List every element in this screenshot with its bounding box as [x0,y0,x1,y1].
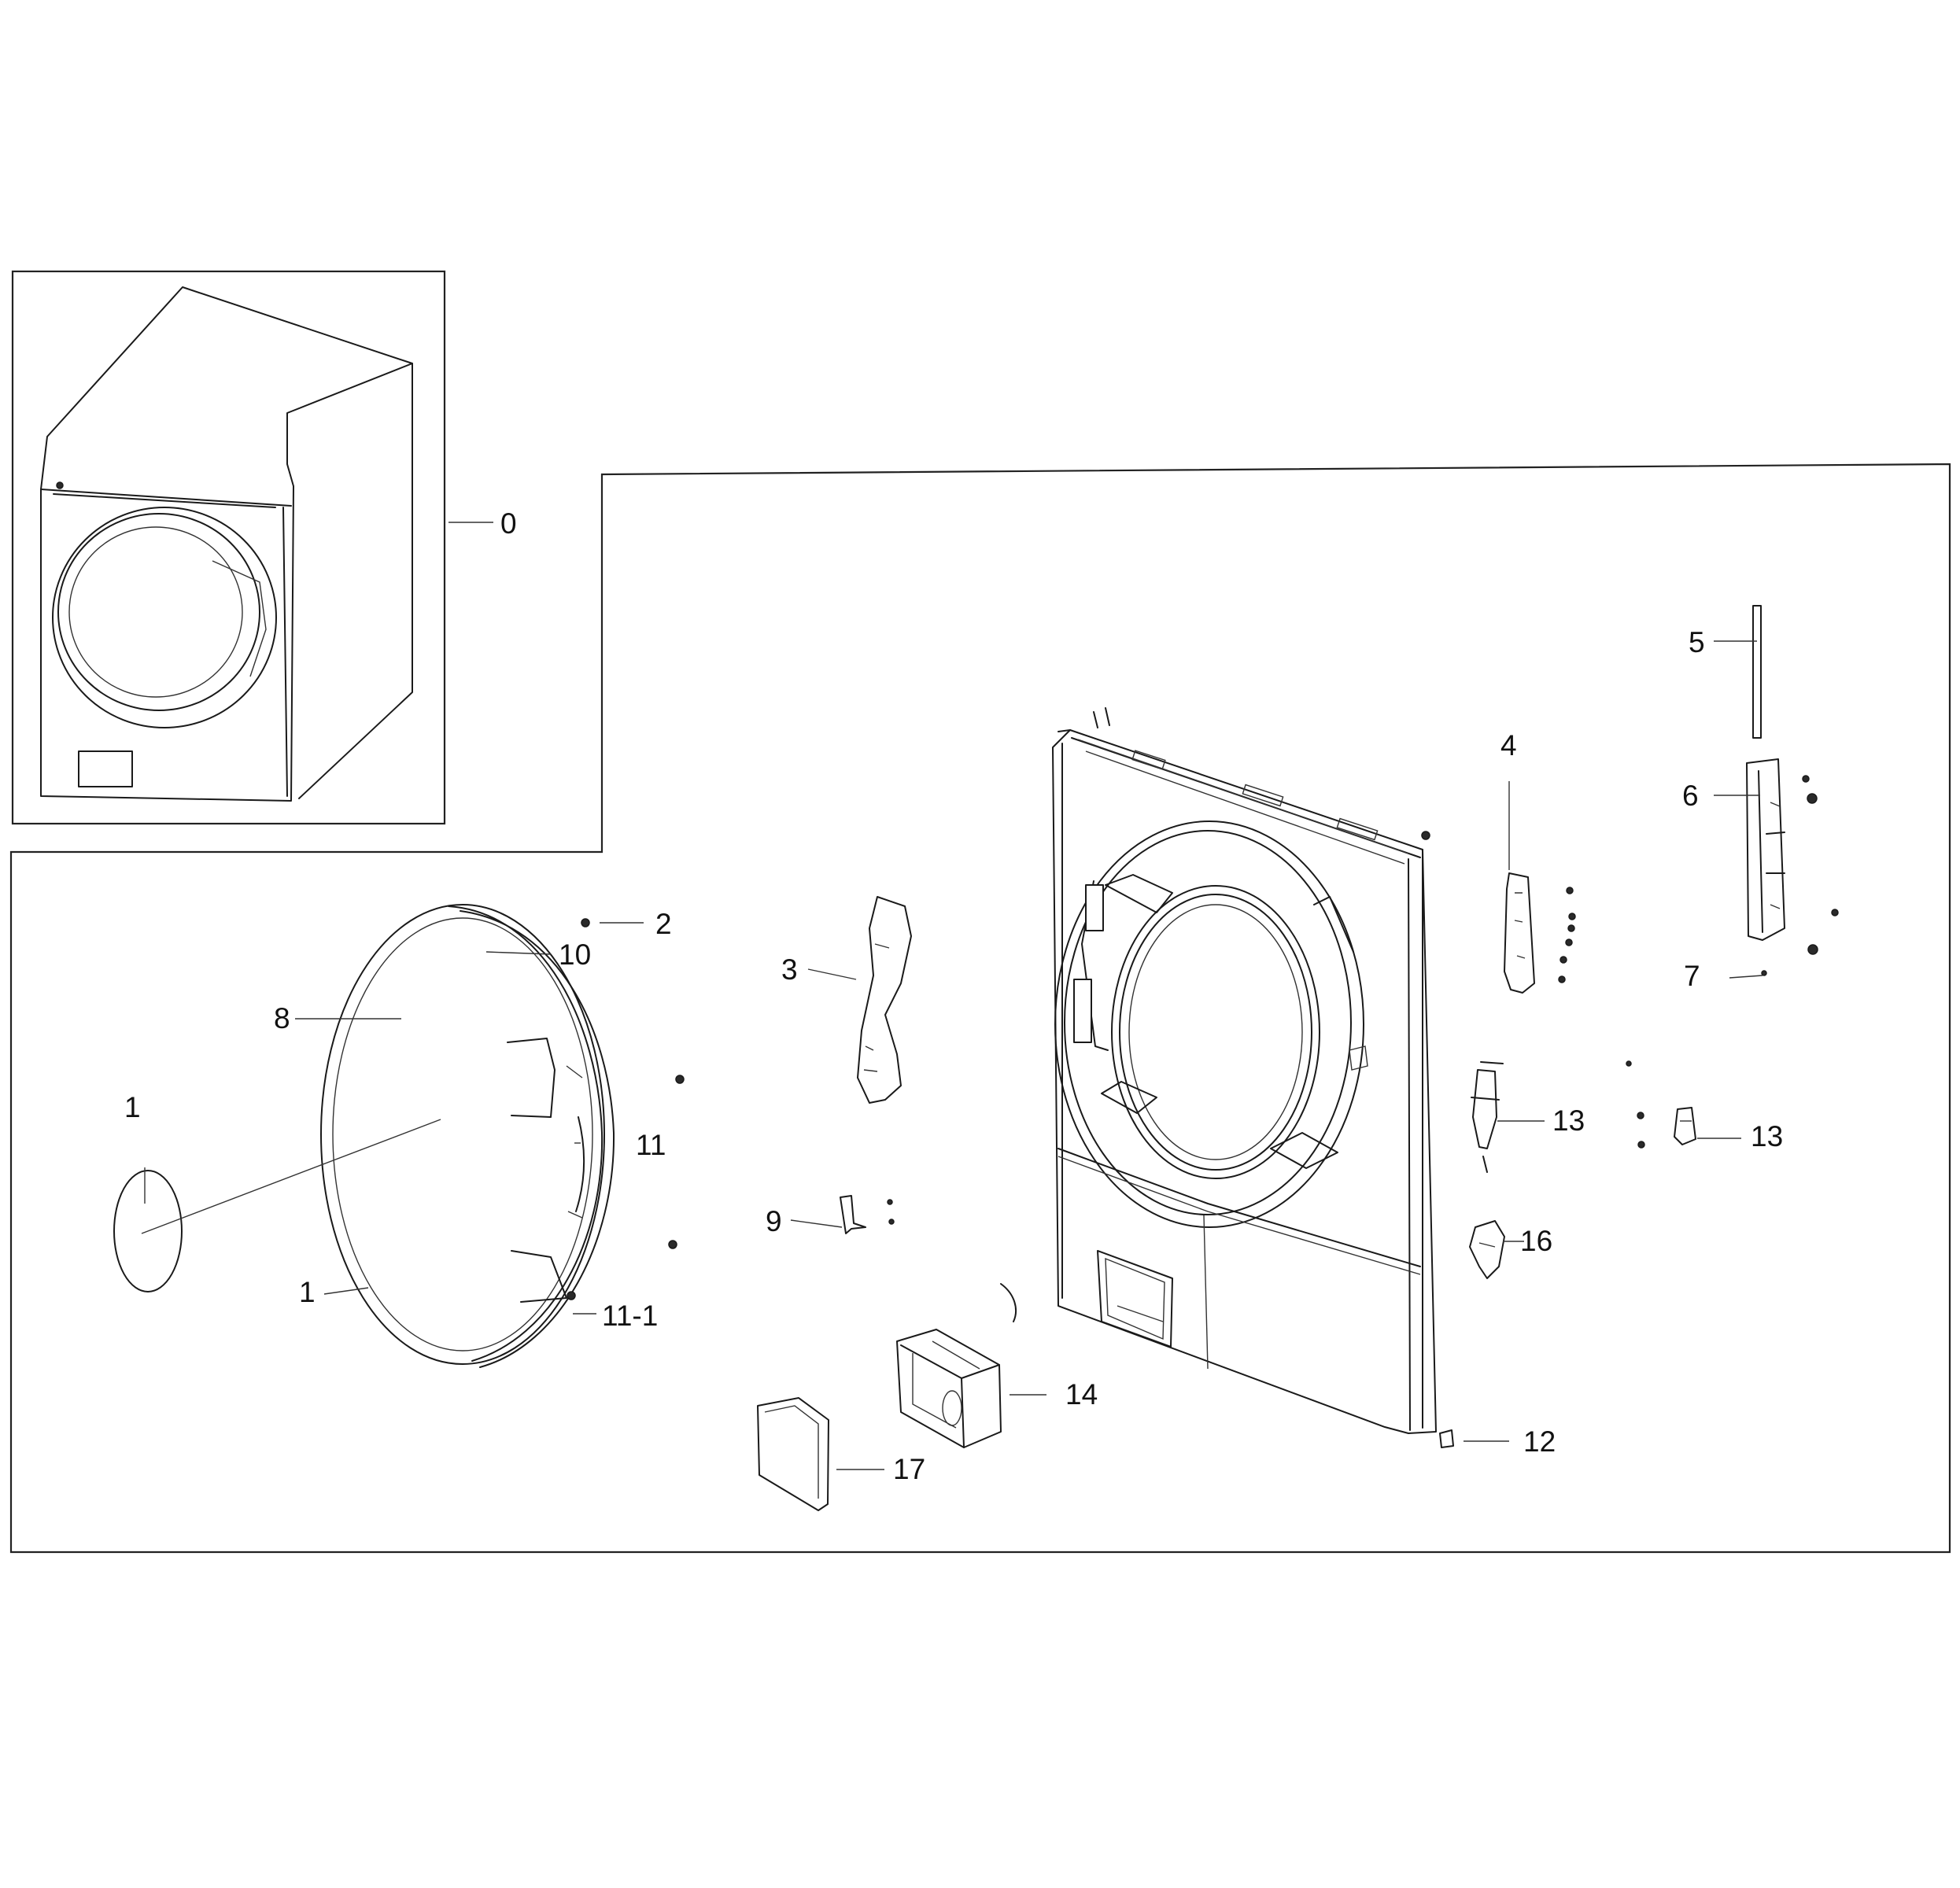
callout-2: 2 [655,908,672,940]
part-14-duct [896,1329,1002,1448]
part-3-bracket [857,896,912,1104]
callout-11-1: 11-1 [602,1300,658,1332]
part-13-switch-right [1674,1107,1696,1145]
part-9-latch [840,1195,866,1234]
callout-4: 4 [1500,729,1517,761]
callout-12: 12 [1523,1425,1556,1458]
callout-7: 7 [1684,960,1700,992]
callout-6: 6 [1682,780,1699,812]
callout-13-right: 13 [1751,1120,1783,1152]
callout-1-glass: 1 [124,1091,141,1123]
dryer-overview [40,286,413,802]
callout-1-ring: 1 [299,1276,316,1308]
leader-lines [141,522,1763,1470]
callout-17: 17 [893,1453,925,1485]
part-16-sensor [1469,1220,1505,1279]
callout-11: 11 [636,1129,666,1161]
part-6-bracket [1746,758,1785,941]
callout-0: 0 [500,507,517,540]
part-17-cover [757,1397,829,1511]
part-4-hinge [1504,872,1535,994]
part-13-switch-left [1472,1069,1497,1149]
callout-16: 16 [1520,1225,1552,1257]
part-12-clip [1439,1429,1454,1448]
callout-3: 3 [781,953,798,986]
callout-9: 9 [766,1205,782,1237]
callout-5: 5 [1689,626,1705,658]
callout-13-left: 13 [1552,1104,1585,1137]
callout-14: 14 [1065,1378,1098,1410]
door-assembly [113,904,685,1368]
callout-10: 10 [559,938,591,971]
front-panel [1052,707,1437,1434]
part-5-rod [1752,605,1762,739]
main-frame [9,463,1951,1554]
callout-8: 8 [274,1002,290,1034]
overview-frame [11,270,446,825]
